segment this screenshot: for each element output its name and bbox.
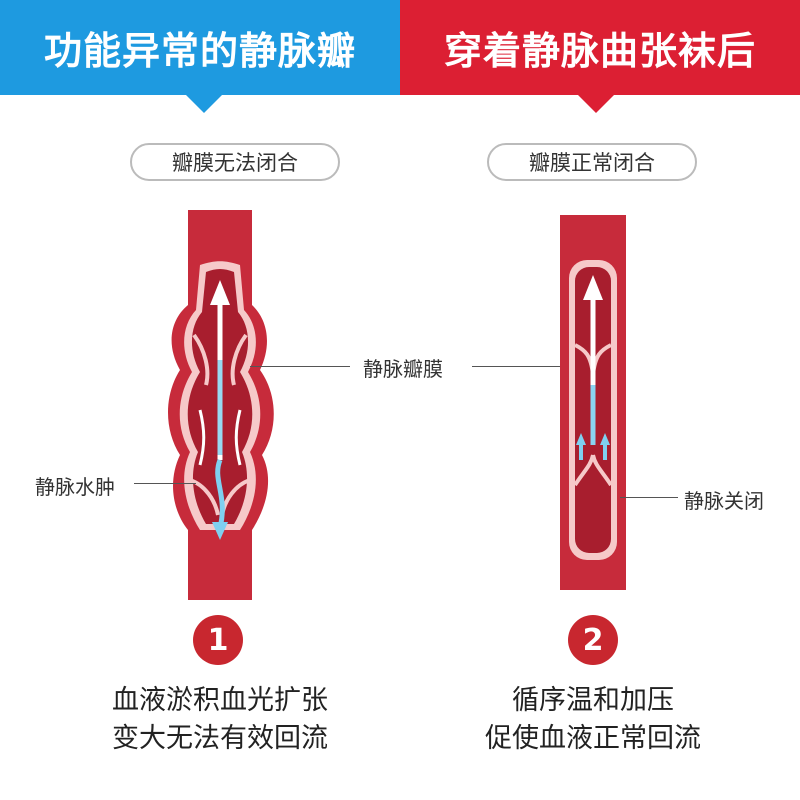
label-closed: 静脉关闭: [684, 485, 764, 514]
leader-line-valve-right: [472, 366, 562, 367]
header-left-pointer: [186, 95, 222, 113]
valve-open-pill: 瓣膜无法闭合: [130, 143, 340, 181]
right-caption-line2: 促使血液正常回流: [423, 720, 763, 758]
left-caption: 血液淤积血光扩张 变大无法有效回流: [50, 682, 390, 758]
label-edema: 静脉水肿: [35, 471, 115, 500]
leader-line-edema: [134, 483, 196, 484]
left-caption-line2: 变大无法有效回流: [50, 720, 390, 758]
right-caption-line1: 循序温和加压: [423, 682, 763, 720]
step-2-badge: 2: [568, 615, 618, 665]
dysfunctional-vein-illustration: [160, 210, 280, 600]
header-right-pointer: [578, 95, 614, 113]
leader-line-valve-left: [250, 366, 350, 367]
label-valve: 静脉瓣膜: [363, 353, 443, 382]
header-right-title: 穿着静脉曲张袜后: [400, 0, 800, 95]
leader-line-closed: [620, 497, 678, 498]
normal-vein-illustration: [555, 215, 635, 595]
step-1-badge: 1: [193, 615, 243, 665]
valve-closed-pill: 瓣膜正常闭合: [487, 143, 697, 181]
right-caption: 循序温和加压 促使血液正常回流: [423, 682, 763, 758]
header-left-title: 功能异常的静脉瓣: [0, 0, 400, 95]
left-caption-line1: 血液淤积血光扩张: [50, 682, 390, 720]
